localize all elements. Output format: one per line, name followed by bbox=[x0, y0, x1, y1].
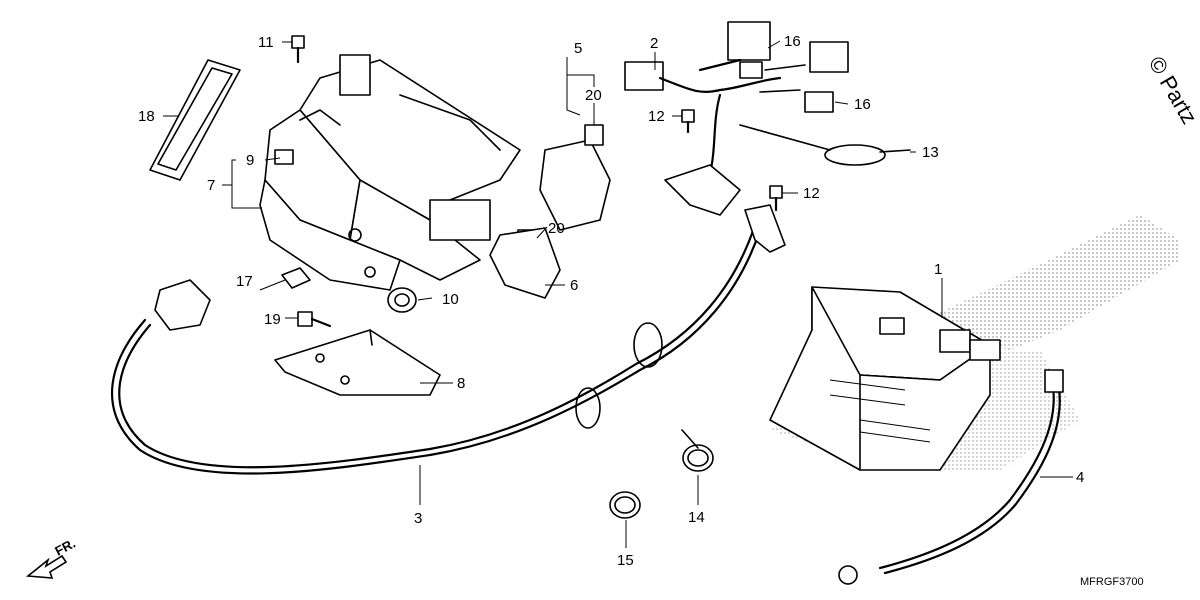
clamp-14 bbox=[681, 429, 714, 472]
callout-8: 8 bbox=[457, 375, 465, 392]
bolt-12-upper bbox=[681, 109, 695, 134]
cable-tie bbox=[739, 124, 911, 166]
watermark: © Partz bbox=[1144, 52, 1200, 128]
callout-7: 7 bbox=[207, 177, 215, 194]
callout-1: 1 bbox=[934, 261, 942, 278]
clip-9 bbox=[274, 149, 294, 165]
relay-cover bbox=[489, 227, 561, 299]
callout-19: 19 bbox=[264, 311, 281, 328]
callout-16-upper: 16 bbox=[784, 33, 801, 50]
rubber-band bbox=[149, 59, 241, 181]
callout-16-lower: 16 bbox=[854, 96, 871, 113]
front-direction-arrow: FR. bbox=[25, 536, 78, 579]
battery-box bbox=[259, 54, 521, 291]
callout-20-lower: 20 bbox=[548, 220, 565, 237]
callout-2: 2 bbox=[650, 35, 658, 52]
ground-cable bbox=[838, 369, 1064, 585]
bolt-19 bbox=[297, 311, 332, 328]
starter-cable bbox=[111, 204, 786, 475]
callout-4: 4 bbox=[1076, 469, 1084, 486]
callout-11: 11 bbox=[258, 34, 274, 51]
direction-label: FR. bbox=[52, 536, 78, 559]
battery-bracket bbox=[274, 329, 441, 396]
callout-3: 3 bbox=[414, 510, 422, 527]
callout-17: 17 bbox=[236, 273, 253, 290]
callout-14: 14 bbox=[688, 509, 705, 526]
callout-15: 15 bbox=[617, 552, 634, 569]
nut-17 bbox=[281, 267, 311, 289]
callout-13: 13 bbox=[922, 144, 939, 161]
grommet-10 bbox=[387, 287, 417, 313]
sub-harness bbox=[624, 21, 849, 216]
callout-18: 18 bbox=[138, 108, 155, 125]
callout-6: 6 bbox=[570, 277, 578, 294]
diagram-code: MFRGF3700 bbox=[1080, 576, 1144, 588]
callout-20-upper: 20 bbox=[585, 87, 602, 104]
clamp-15 bbox=[609, 491, 641, 519]
callout-12-upper: 12 bbox=[648, 108, 665, 125]
bolt-11 bbox=[291, 35, 305, 64]
battery bbox=[769, 286, 1001, 471]
callout-9: 9 bbox=[246, 152, 254, 169]
callout-10: 10 bbox=[442, 291, 459, 308]
callout-12-lower: 12 bbox=[803, 185, 820, 202]
leader-lines bbox=[163, 40, 1073, 548]
callouts: 1 2 3 4 5 6 7 8 9 10 11 12 12 13 14 15 1… bbox=[138, 33, 1084, 569]
callout-5: 5 bbox=[574, 40, 582, 57]
bolt-12-lower bbox=[769, 185, 783, 212]
